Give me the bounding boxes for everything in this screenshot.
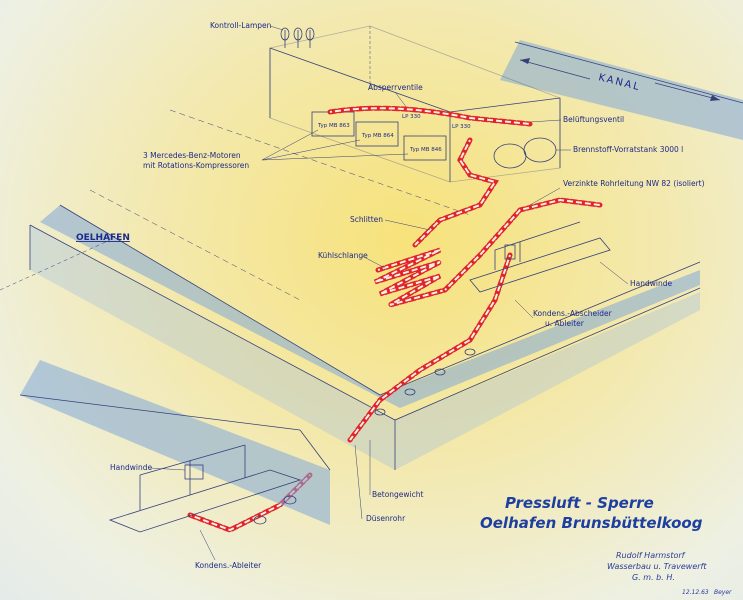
motoren-leader-2 (261, 139, 361, 161)
rohrleitung-label: Verzinkte Rohrleitung NW 82 (isoliert) (563, 179, 705, 188)
lamp-1 (280, 27, 290, 41)
handwinch-right (469, 221, 611, 293)
harbour-edge-back (59, 204, 701, 396)
firm-line3: G. m. b. H. (632, 573, 675, 582)
kondens-ableiter-label: Kondens.-Ableiter (195, 561, 262, 570)
kontroll-lampen-leader (269, 25, 284, 31)
pipe-main (442, 197, 603, 293)
fuel-tank-1 (493, 143, 527, 169)
duesenrohr-label: Düsenrohr (366, 514, 406, 523)
drawing-signature: Beyer (714, 589, 732, 596)
fuel-tank-2 (523, 137, 557, 163)
handwinde-left-label: Handwinde (110, 463, 152, 472)
motor-2 (355, 121, 399, 147)
air-pipeline (187, 105, 603, 533)
handwinde-right-label: Handwinde (630, 279, 672, 288)
valve-tag-3: LP 330 (452, 124, 471, 130)
harbour-hidden-3 (169, 109, 471, 216)
schlitten-label: Schlitten (350, 215, 383, 224)
canal-arrow-head-right (710, 95, 720, 101)
schlitten-leader (384, 219, 431, 231)
nozzle-3 (434, 368, 446, 376)
motoren-label-line1: 3 Mercedes-Benz-Motoren (143, 151, 241, 160)
valve-tag-2: LP 330 (402, 114, 421, 120)
drawing-date: 12.12.63 (682, 589, 709, 596)
kuehlschlange-leader (361, 255, 386, 269)
firm-line1: Rudolf Harmstorf (616, 551, 686, 560)
section-left-rail (139, 444, 246, 476)
canal-arrow-shaft-right (654, 82, 721, 101)
nozzle-1 (374, 408, 386, 416)
canal-arrow-head-left (520, 58, 530, 64)
section-left-water (20, 360, 330, 525)
handwinde-left-leader (149, 467, 186, 471)
motor-type-1: Typ MB 863 (317, 123, 350, 129)
section-left-weight-1 (253, 515, 267, 525)
control-lamps (280, 27, 315, 48)
rohrleitung-leader (529, 187, 561, 206)
motoren-label-line2: mit Rotations-Kompressoren (143, 161, 249, 170)
nozzle-2 (404, 388, 416, 396)
firm-line2: Wasserbau u. Travewerft (607, 562, 707, 571)
motor-type-3: Typ MB 846 (409, 147, 442, 153)
kuehlschlange-label: Kühlschlange (318, 251, 368, 260)
section-left-deck (108, 469, 302, 533)
pipe-down-trench-stripe (349, 254, 511, 441)
canal (500, 40, 743, 140)
kondens-abscheider-label-1: Kondens.-Abscheider (533, 309, 613, 318)
brennstoff-tank-label: Brennstoff-Vorratstank 3000 l (573, 145, 683, 154)
section-left-edge (19, 394, 301, 431)
motors (311, 111, 447, 161)
kondens-ableiter-leader (199, 529, 216, 561)
title-line2: Oelhafen Brunsbüttelkoog (480, 514, 703, 532)
kontroll-lampen-label: Kontroll-Lampen (210, 21, 272, 30)
kondens-abscheider-leader (514, 299, 534, 319)
pipe-to-coil-stripe (414, 139, 497, 246)
duesenrohr-leader (354, 444, 363, 520)
canal-water (500, 40, 743, 140)
nozzle-4 (464, 348, 476, 356)
handwinch-right-drum (504, 244, 516, 260)
section-left-edge-2 (299, 429, 331, 471)
lamp-3 (305, 27, 315, 41)
handwinde-right-leader (599, 261, 629, 285)
betongewicht-label: Betongewicht (372, 490, 424, 499)
pipe-header-stripe (329, 107, 531, 125)
belueftungsventil-leader (529, 119, 562, 123)
belueftungsventil-label: Belüftungsventil (563, 115, 624, 124)
lamp-2 (293, 27, 303, 41)
motor-3 (403, 135, 447, 161)
handwinch-right-deck (469, 237, 611, 293)
harbour-hidden-1 (0, 239, 111, 291)
oelhafen-label: OELHAFEN (76, 233, 130, 243)
kondens-abscheider-label-2: u. Ableiter (545, 319, 585, 328)
canal-bank-line (514, 41, 743, 104)
nozzles (374, 348, 476, 416)
pipe-main-stripe (444, 198, 601, 291)
motoren-leader-3 (261, 153, 409, 161)
motor-type-2: Typ MB 864 (361, 133, 394, 139)
canal-arrow-shaft-left (519, 59, 591, 80)
cross-section-left (19, 360, 331, 533)
title-line1: Pressluft - Sperre (505, 494, 654, 512)
section-left-weight-2 (283, 495, 297, 505)
fuel-tanks (493, 137, 557, 169)
section-left-winch (184, 464, 204, 480)
cooling-coil-stripe (374, 249, 446, 306)
absperrventile-label: Absperrventile (368, 83, 423, 92)
motoren-leader-1 (261, 129, 319, 161)
